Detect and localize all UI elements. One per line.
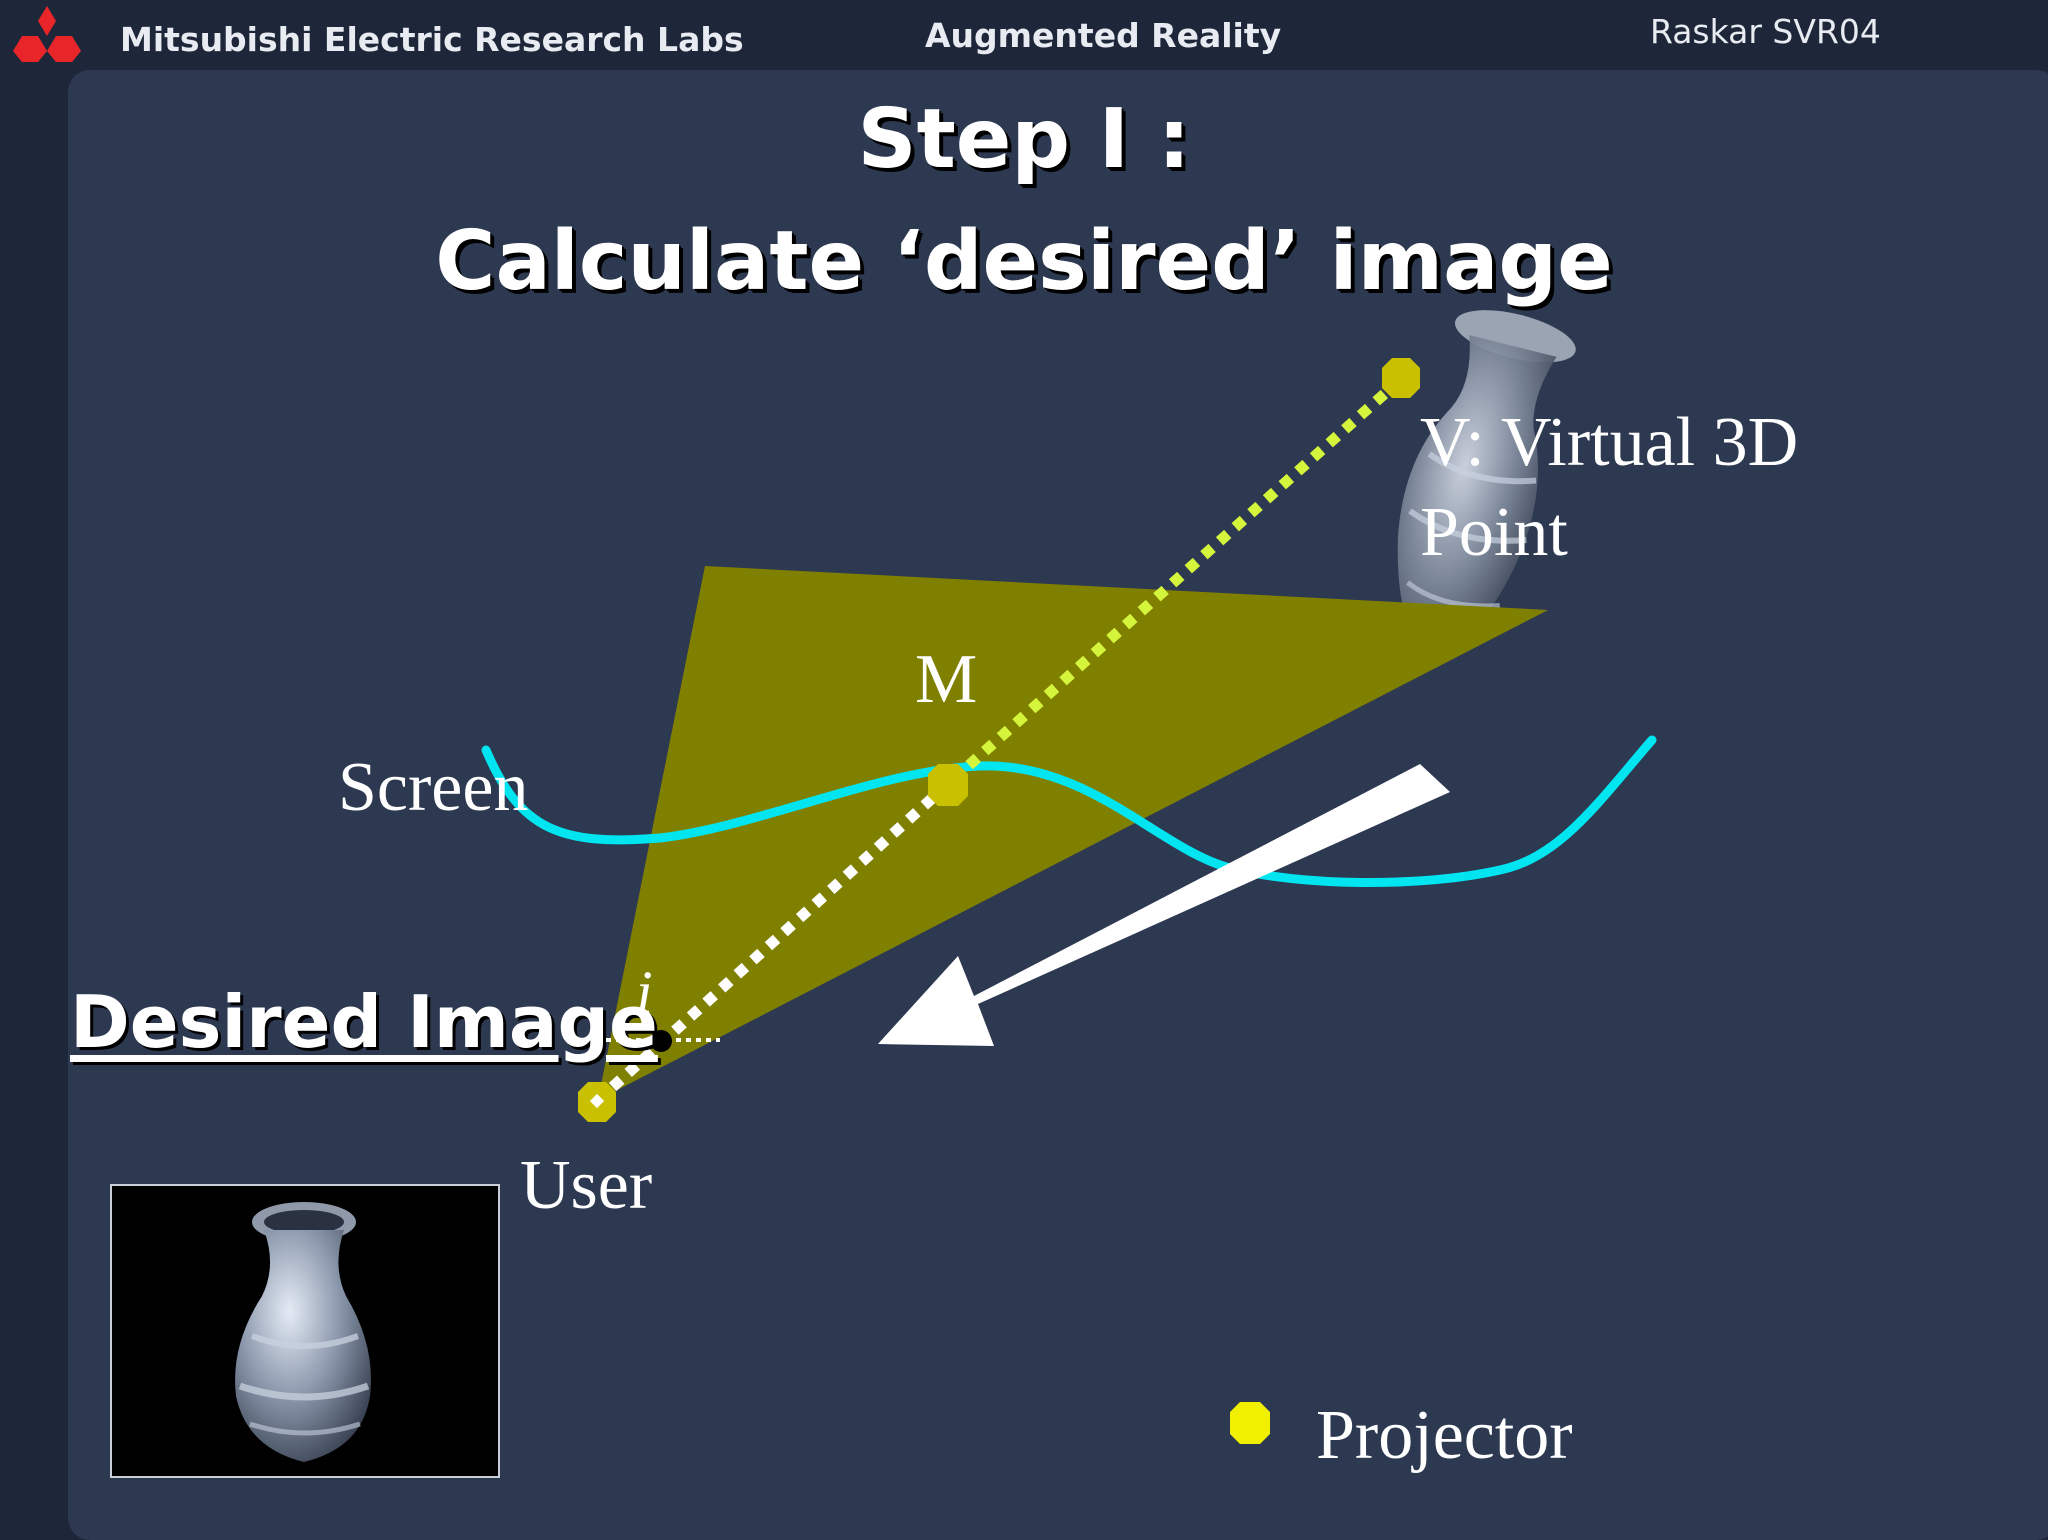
virtual-point-label: V: Virtual 3D Point xyxy=(1420,404,1799,571)
screen-curve xyxy=(481,735,1657,888)
image-point-marker xyxy=(650,1030,672,1052)
ray-lower xyxy=(592,779,952,1107)
desired-image-preview xyxy=(110,1184,500,1478)
vase-preview-icon xyxy=(235,1202,371,1462)
slide-title-line-2: Calculate ‘desired’ image xyxy=(435,214,1613,309)
yellow-dot-icon xyxy=(1230,1402,1270,1444)
ray-upper xyxy=(944,375,1404,789)
virtual-point-marker xyxy=(1382,358,1420,398)
image-point-label: i xyxy=(636,959,653,1025)
presentation-code: Raskar SVR04 xyxy=(1650,12,1881,51)
m-point-marker xyxy=(928,764,968,806)
vase-icon xyxy=(1397,310,1576,656)
screen-label: Screen xyxy=(338,749,529,826)
m-label: M xyxy=(915,641,978,718)
company-logo-icon xyxy=(13,6,81,62)
movement-arrow xyxy=(878,764,1450,1046)
slide-title-line-1: Step I : xyxy=(857,92,1191,187)
organization-name: Mitsubishi Electric Research Labs xyxy=(120,20,744,59)
presentation-topic: Augmented Reality xyxy=(925,16,1282,55)
desired-image-label: Desired Image xyxy=(70,980,658,1064)
view-frustum xyxy=(598,566,1548,1100)
projector-label: Projector xyxy=(1316,1397,1573,1474)
header-bar: Mitsubishi Electric Research Labs Augmen… xyxy=(0,0,2048,68)
user-label: User xyxy=(520,1147,653,1224)
